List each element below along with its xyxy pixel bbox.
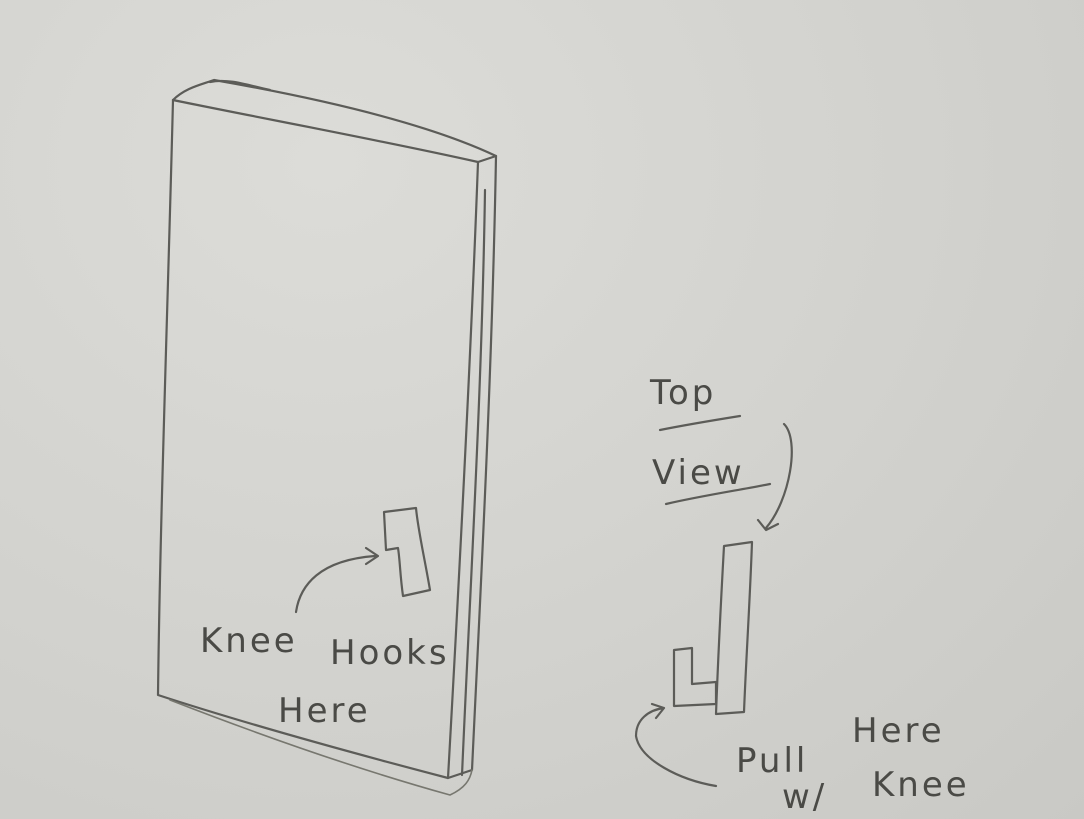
panel-top-edge xyxy=(173,80,496,162)
label-knee: Knee xyxy=(200,621,298,661)
label-top: Top xyxy=(649,373,716,413)
panel-side-face xyxy=(448,156,496,778)
label-pull: Pull xyxy=(736,741,808,781)
pull-arrow xyxy=(636,704,716,786)
panel-drawing xyxy=(158,80,496,795)
top-underline xyxy=(660,416,740,430)
label-here-left: Here xyxy=(278,691,371,731)
label-view: View xyxy=(652,453,745,493)
top-view-hook xyxy=(674,648,716,706)
hook-arrow xyxy=(296,548,378,612)
top-view-panel xyxy=(716,542,752,714)
view-arrow xyxy=(758,424,792,530)
label-hooks: Hooks xyxy=(330,633,450,673)
panel-front-face xyxy=(158,100,478,778)
label-w: w/ xyxy=(782,777,827,817)
label-knee-right: Knee xyxy=(872,765,970,805)
label-here-right: Here xyxy=(852,711,945,751)
knee-hook-shape xyxy=(384,508,430,596)
